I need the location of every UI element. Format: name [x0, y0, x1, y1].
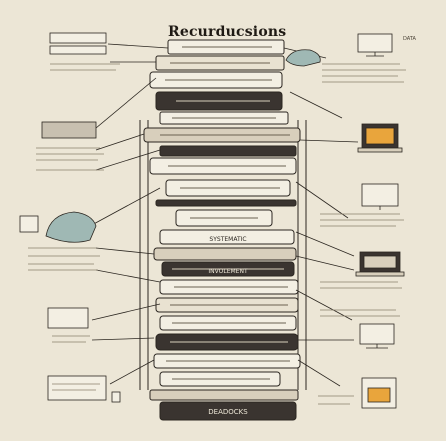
- layer-22: [159, 401, 297, 421]
- teal-device-top: [285, 49, 321, 67]
- note-box-2: [41, 121, 97, 139]
- diagram-title: Recurducsions: [168, 24, 287, 40]
- layer-10: [155, 199, 297, 207]
- left-annotations: [28, 32, 121, 403]
- stack-layers: [143, 39, 301, 421]
- tag-bottom: DEADOCKS: [208, 408, 248, 416]
- teal-devices: [19, 49, 321, 243]
- tag-top-banner: SYSTEMATIC: [209, 236, 246, 243]
- layer-13: [153, 247, 297, 261]
- monitor-lower: [359, 323, 395, 345]
- layer-21: [149, 389, 299, 401]
- note-box-4: [47, 375, 107, 401]
- monitor-mid: [361, 183, 399, 207]
- monitor-top: [357, 33, 393, 53]
- right-annotations: [318, 33, 406, 409]
- teal-device-left: [45, 211, 97, 243]
- layer-7: [159, 145, 297, 157]
- layer-scribbles: [160, 46, 290, 380]
- layer-12: [159, 229, 295, 245]
- tag-middle: INVOLEMENT: [208, 268, 248, 275]
- note-box-3: [47, 307, 89, 329]
- monitor-label: DATA: [403, 36, 416, 42]
- note-box-1: [49, 32, 107, 44]
